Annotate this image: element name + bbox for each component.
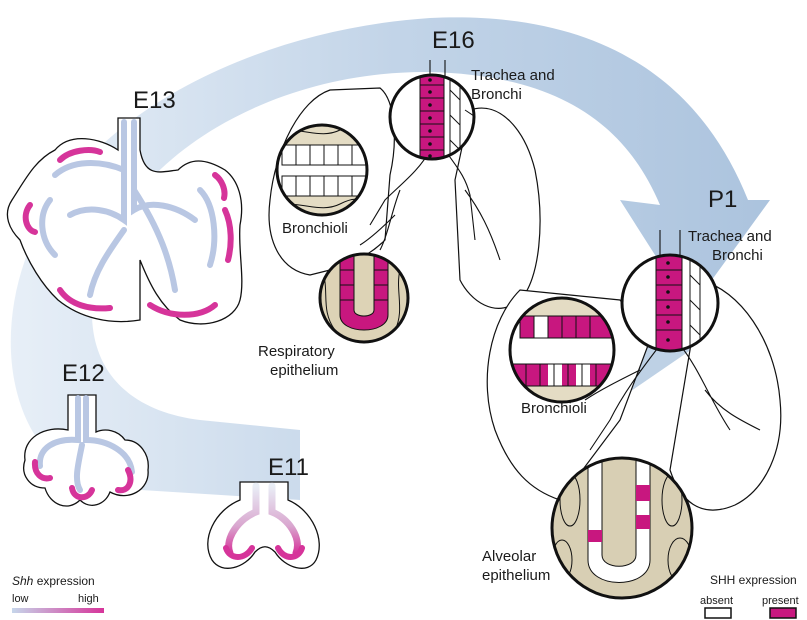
stage-e12-label: E12	[62, 360, 105, 387]
p1-alveolar-label-line2: epithelium	[482, 567, 550, 584]
gradient-high-label: high	[78, 593, 99, 605]
gradient-bar	[12, 608, 104, 613]
e16-bronchioli-label: Bronchioli	[282, 220, 348, 237]
e16-trachea-label-line1: Trachea and	[471, 67, 555, 84]
e12-lung-bud	[23, 394, 149, 507]
e11-lung-bud	[207, 481, 320, 569]
swatch-absent-label: absent	[700, 595, 733, 607]
p1-alveolar-label-line1: Alveolar	[482, 548, 536, 565]
swatch-present	[769, 607, 797, 619]
gradient-legend-gene: Shh	[12, 574, 34, 588]
p1-trachea-inset	[620, 253, 720, 353]
swatch-present-label: present	[762, 595, 799, 607]
e16-respiratory-label-line2: epithelium	[270, 362, 338, 379]
gradient-legend-title: Shh expression	[12, 574, 95, 588]
swatch-legend-title: SHH expression	[710, 573, 797, 587]
p1-trachea-label-line2: Bronchi	[712, 247, 763, 264]
p1-alveolar-inset	[550, 456, 694, 600]
p1-trachea-label-line1: Trachea and	[688, 228, 772, 245]
gradient-low-label: low	[12, 593, 29, 605]
shh-swatch-legend: SHH expression absent present	[700, 573, 799, 619]
gradient-legend-suffix: expression	[33, 574, 94, 588]
stage-p1-label: P1	[708, 186, 737, 213]
p1-bronchioli-inset	[508, 296, 616, 404]
stage-e13-label: E13	[133, 87, 176, 114]
swatch-absent	[704, 607, 732, 619]
stage-e11-label: E11	[268, 454, 309, 481]
shh-gradient-legend: Shh expression low high	[12, 574, 104, 613]
stage-e16-label: E16	[432, 27, 475, 54]
p1-bronchioli-label: Bronchioli	[521, 400, 587, 417]
e16-respiratory-inset	[318, 252, 410, 344]
e16-respiratory-label-line1: Respiratory	[258, 343, 335, 360]
e13-lung	[6, 117, 243, 325]
e16-bronchioli-inset	[275, 123, 369, 217]
e16-trachea-inset	[388, 73, 476, 161]
e16-trachea-label-line2: Bronchi	[471, 86, 522, 103]
